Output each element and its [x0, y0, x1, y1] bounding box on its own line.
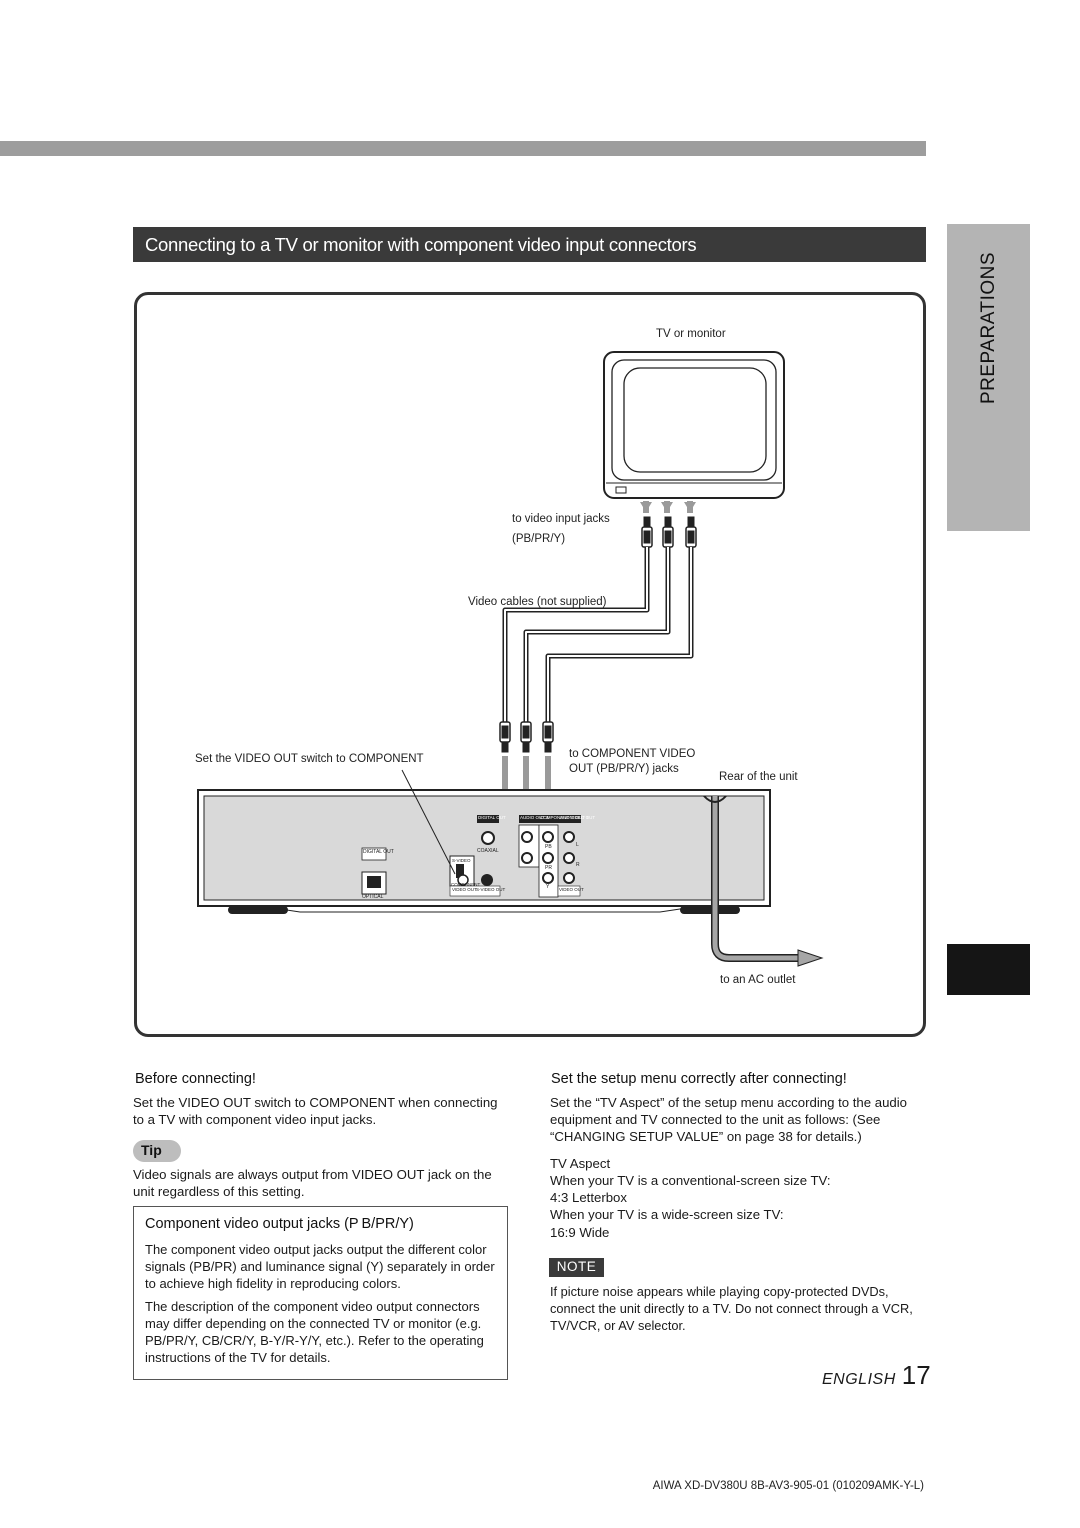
- side-tab: PREPARATIONS: [947, 224, 1030, 531]
- section-marker-block: [947, 944, 1030, 995]
- output-jacks-sublabel: OUT (PB/PR/Y) jacks: [569, 763, 679, 775]
- input-jacks-sublabel: (PB/PR/Y): [512, 533, 566, 545]
- tip-label: Tip: [141, 1142, 162, 1158]
- ac-outlet-label: to an AC outlet: [720, 974, 796, 986]
- panel-video-out: VIDEO OUT: [452, 887, 477, 892]
- panel-component-video-out: COMPONENT VIDEO OUT: [540, 815, 596, 820]
- component-info-box: [133, 1206, 508, 1380]
- tv-aspect-label: TV Aspect: [550, 1156, 611, 1171]
- before-connecting-text: Set the VIDEO OUT switch to COMPONENT wh…: [133, 1095, 498, 1127]
- input-jacks-label: to video input jacks: [512, 513, 610, 525]
- panel-l: L: [576, 842, 579, 848]
- top-rule: [0, 141, 926, 156]
- panel-s-video-out: S-VIDEO OUT: [476, 887, 506, 892]
- ac-cord: [703, 795, 824, 967]
- before-connecting-heading: Before connecting!: [135, 1071, 256, 1087]
- tv-illustration: [603, 351, 785, 499]
- page-footer-language: ENGLISH 17: [822, 1360, 931, 1391]
- panel-y: Y: [546, 884, 550, 890]
- model-code: AIWA XD-DV380U 8B-AV3-905-01 (010209AMK-…: [652, 1480, 924, 1492]
- tv-input-arrows: [640, 501, 696, 513]
- unit-rca-plugs: [499, 721, 554, 753]
- output-jacks-label: to COMPONENT VIDEO: [569, 748, 696, 760]
- section-title-bar: Connecting to a TV or monitor with compo…: [133, 227, 926, 262]
- switch-label: Set the VIDEO OUT switch to COMPONENT: [195, 753, 424, 765]
- panel-video-out-2: VIDEO OUT: [559, 887, 584, 892]
- panel-r: R: [576, 862, 580, 868]
- section-title: Connecting to a TV or monitor with compo…: [145, 234, 697, 255]
- wide-tv-text: When your TV is a wide-screen size TV:: [550, 1207, 784, 1222]
- dvd-unit-rear: [197, 789, 771, 914]
- component-box-heading: Component video output jacks (P B/PR/Y): [145, 1216, 414, 1232]
- panel-component-switch: COMPONENT: [451, 882, 481, 887]
- panel-digital-out: DIGITAL OUT: [363, 849, 394, 855]
- switch-leader-line: [401, 769, 456, 875]
- panel-digital-out-2: DIGITAL OUT: [478, 815, 506, 820]
- component-box-text-1: The component video output jacks output …: [145, 1242, 495, 1291]
- note-badge: NOTE: [549, 1258, 604, 1277]
- panel-coaxial: COAXIAL: [477, 848, 499, 854]
- cables-label: Video cables (not supplied): [468, 596, 607, 608]
- letterbox-option: 4:3 Letterbox: [550, 1190, 627, 1205]
- panel-s-video-switch: S-VIDEO: [452, 858, 471, 863]
- wide-option: 16:9 Wide: [550, 1225, 610, 1240]
- panel-pb: PB: [545, 844, 552, 850]
- tip-text: Video signals are always output from VID…: [133, 1167, 492, 1199]
- note-text: If picture noise appears while playing c…: [550, 1284, 913, 1333]
- panel-audio-out-2: AUDIO OUT 2: [520, 815, 549, 820]
- setup-text: Set the “TV Aspect” of the setup menu ac…: [550, 1095, 908, 1144]
- diagram-frame: [134, 292, 926, 1037]
- language-label: ENGLISH: [822, 1371, 896, 1388]
- tip-badge: Tip: [133, 1140, 181, 1162]
- panel-optical: OPTICAL: [362, 894, 384, 900]
- component-box-text-2: The description of the component video o…: [145, 1299, 484, 1365]
- video-cables: [502, 547, 694, 722]
- conventional-tv-text: When your TV is a conventional-screen si…: [550, 1173, 831, 1188]
- panel-pr: PR: [545, 865, 552, 871]
- tv-label: TV or monitor: [656, 328, 726, 340]
- tv-rca-plugs: [641, 516, 697, 548]
- page-number: 17: [901, 1360, 931, 1390]
- note-label: NOTE: [556, 1259, 597, 1274]
- setup-heading: Set the setup menu correctly after conne…: [551, 1071, 847, 1087]
- panel-audio-out-1: AUDIO OUT 1: [560, 815, 589, 820]
- rear-label: Rear of the unit: [719, 771, 798, 783]
